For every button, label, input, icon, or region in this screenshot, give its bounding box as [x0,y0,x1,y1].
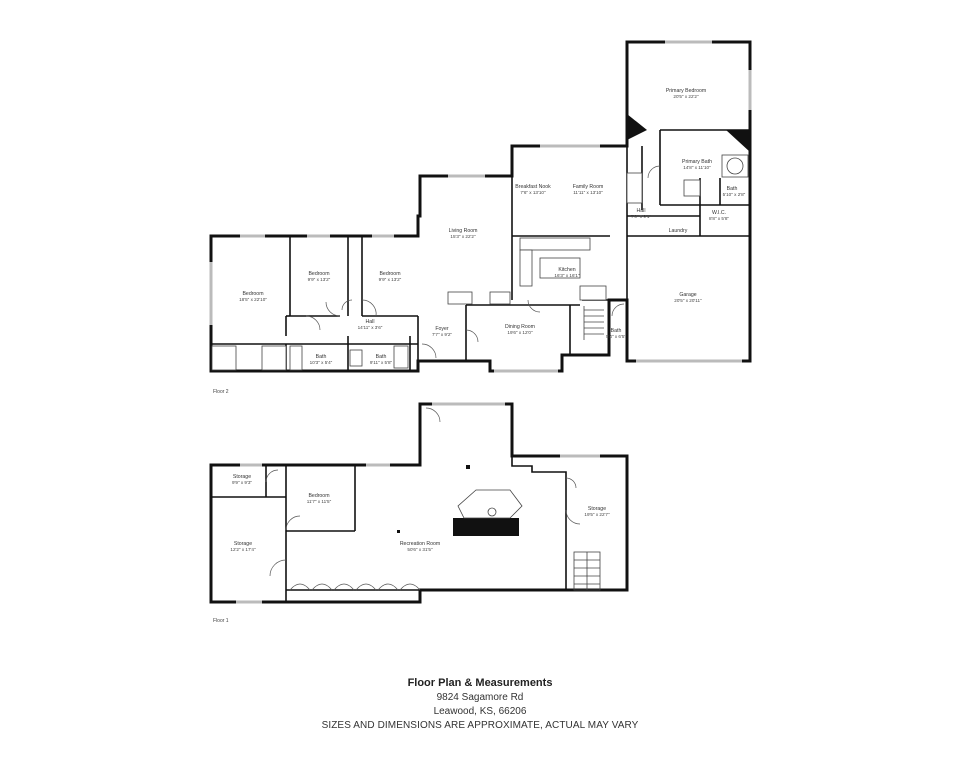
room-dims: 7'6" x 13'10" [520,190,546,195]
room-name: Primary Bedroom [666,88,706,94]
room-name: Storage [233,474,251,480]
room-dims: 11'7" x 11'5" [307,499,332,504]
room-dims: 11'11" x 13'10" [573,190,603,195]
floor-2-windows [209,40,752,373]
room-family: Family Room 11'11" x 13'10" [573,184,604,195]
floor-2-doors [305,165,661,359]
room-name: Bedroom [379,271,400,277]
room-dims: 12'2" x 17'4" [230,547,256,552]
room-name: Bath [316,354,327,360]
caption-city: Leawood, KS, 66206 [433,706,527,717]
floor-1-doors [265,407,581,577]
floor-1-windows [236,402,600,604]
room-dims: 20'5" x 20'11" [674,298,702,303]
room-garage: Garage 20'5" x 20'11" [674,292,702,303]
room-name: Primary Bath [682,159,712,165]
room-name: Living Room [449,228,478,234]
caption-note: SIZES AND DIMENSIONS ARE APPROXIMATE, AC… [321,720,639,731]
room-kitchen: Kitchen 16'3" x 16'1" [554,267,580,278]
floor-2-fixtures [211,114,750,371]
floor-1-fixtures [289,465,601,591]
room-bedroom-big: Bedroom 18'5" x 22'10" [239,291,267,302]
room-name: Bath [611,328,622,334]
room-name: W.I.C. [712,210,726,216]
room-name: Garage [679,292,696,298]
room-name: Bath [376,354,387,360]
room-name: Hall [637,208,646,214]
room-dims: 14'11" x 3'6" [358,325,383,330]
room-name: Kitchen [558,267,575,273]
room-primary-bath: Primary Bath 14'8" x 11'10" [682,159,712,170]
room-dims: 14'8" x 11'10" [683,165,711,170]
room-hall-west: Hall 14'11" x 3'6" [358,319,383,330]
room-name: Hall [366,319,375,325]
room-dims: 19'5" x 22'7" [584,512,610,517]
room-dims: 8'8" x 5'8" [709,216,729,221]
room-bath-2: Bath 9'11" x 5'8" [370,354,393,365]
room-name: Family Room [573,184,604,190]
room-name: Bedroom [242,291,263,297]
room-hall-east: Hall 7'0" x 9'1" [631,208,651,219]
room-bedroom-3: Bedroom 9'9" x 13'2" [379,271,402,282]
room-dims: 9'9" x 13'2" [379,277,402,282]
room-bath-1: Bath 10'3" x 5'4" [310,354,333,365]
room-dims: 9'9" x 13'2" [308,277,331,282]
room-dims: 15'3" x 22'2" [450,234,476,239]
room-dims: 7'0" x 9'1" [631,214,651,219]
floor-1-room-labels: Storage 9'9" x 9'3" Storage 12'2" x 17'4… [230,474,610,552]
room-foyer: Foyer 7'7" x 9'2" [432,326,452,337]
room-storage-east: Storage 19'5" x 22'7" [584,506,610,517]
floor-2-room-labels: Primary Bedroom 20'5" x 22'2" Primary Ba… [239,88,746,365]
room-dims: 50'6" x 31'5" [407,547,433,552]
room-dims: 5'10" x 2'8" [723,192,746,197]
room-living: Living Room 15'3" x 22'2" [449,228,478,239]
room-bath-small: Bath 5'10" x 2'8" [723,186,746,197]
room-dims: 16'3" x 16'1" [554,273,580,278]
floor-2-interior-walls [211,129,750,371]
room-dining: Dining Room 19'6" x 12'0" [505,324,535,335]
floor-1-outer-walls [209,402,629,604]
room-name: Bedroom [308,493,329,499]
room-dims: 7'7" x 9'2" [432,332,452,337]
floor-2-stairs [583,306,604,340]
room-dims: 18'5" x 22'10" [239,297,267,302]
room-dims: 5'4" x 6'5" [606,334,626,339]
floor-1-stairs [573,551,601,591]
floor-2-plan: Primary Bedroom 20'5" x 22'2" Primary Ba… [209,40,752,395]
room-primary-bedroom: Primary Bedroom 20'5" x 22'2" [666,88,706,99]
room-name: Dining Room [505,324,535,330]
caption-title: Floor Plan & Measurements [407,677,553,689]
room-breakfast-nook: Breakfast Nook 7'6" x 13'10" [515,184,551,195]
room-name: Bedroom [308,271,329,277]
room-wic: W.I.C. 8'8" x 5'8" [709,210,729,221]
floor-2-label: Floor 2 [213,389,229,395]
room-name: Storage [588,506,606,512]
caption-address: 9824 Sagamore Rd [436,692,524,703]
room-dims: 9'11" x 5'8" [370,360,393,365]
room-storage-small: Storage 9'9" x 9'3" [232,474,252,485]
room-recreation: Recreation Room 50'6" x 31'5" [400,541,440,552]
room-bedroom-lower: Bedroom 11'7" x 11'5" [307,493,332,504]
room-dims: 9'9" x 9'3" [232,480,252,485]
room-name: Foyer [435,326,449,332]
room-storage-west: Storage 12'2" x 17'4" [230,541,256,552]
room-dims: 20'5" x 22'2" [673,94,699,99]
room-dims: 19'6" x 12'0" [507,330,533,335]
room-name: Breakfast Nook [515,184,551,190]
floor-1-bifold-doors [289,583,421,591]
floor-1-plan: Storage 9'9" x 9'3" Storage 12'2" x 17'4… [209,402,629,624]
room-name: Storage [234,541,252,547]
floor-1-label: Floor 1 [213,618,229,624]
room-name: Bath [727,186,738,192]
room-bedroom-2: Bedroom 9'9" x 13'2" [308,271,331,282]
room-laundry-name: Laundry [669,228,688,234]
room-bath-garage: Bath 5'4" x 6'5" [606,328,626,339]
room-dims: 10'3" x 5'4" [310,360,333,365]
room-name: Recreation Room [400,541,440,547]
